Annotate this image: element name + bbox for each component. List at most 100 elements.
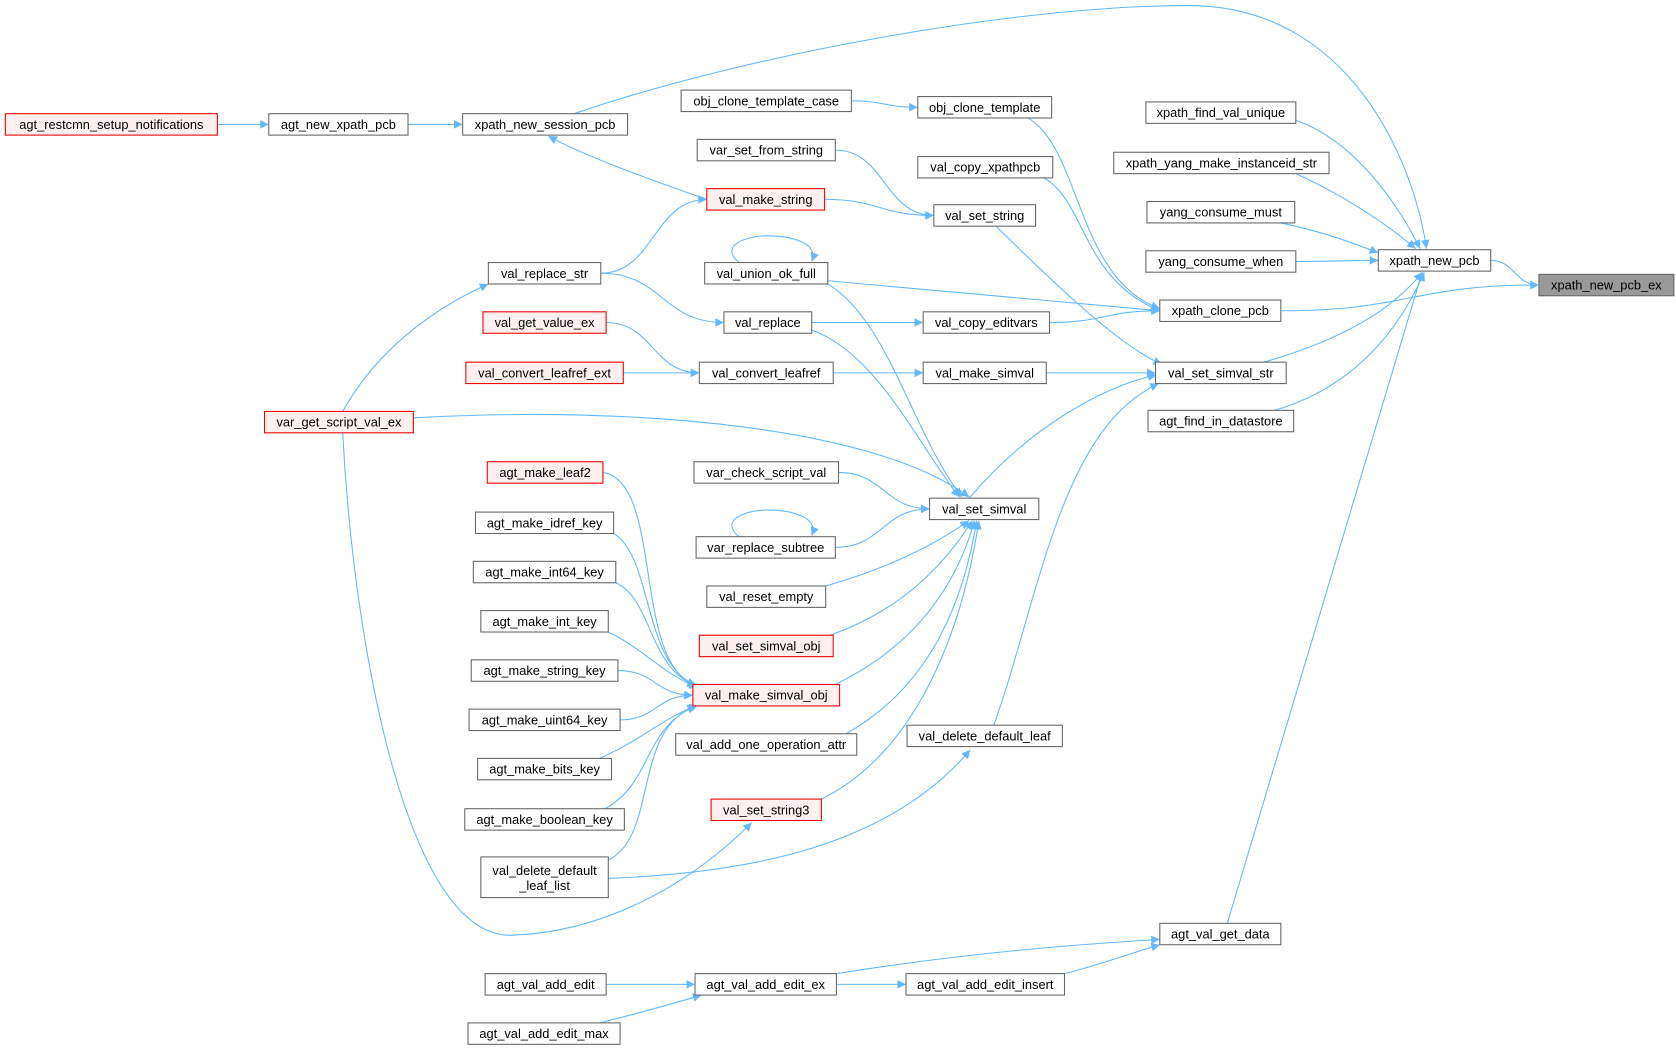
edge-val_replace_str-to-val_replace — [600, 272, 724, 327]
node-obj_clone_template[interactable]: obj_clone_template — [917, 96, 1053, 119]
node-agt_make_uint64_key[interactable]: agt_make_uint64_key — [468, 708, 621, 732]
edge-val_copy_xpathpcb-to-xpath_clone_pcb — [1043, 177, 1161, 312]
edge-agt_val_add_edit_insert-to-agt_val_get_data — [1064, 942, 1160, 975]
node-yang_consume_when[interactable]: yang_consume_when — [1145, 250, 1297, 273]
node-label: agt_make_uint64_key — [482, 712, 608, 727]
edge-val_make_string-to-xpath_new_session_pcb — [548, 135, 707, 200]
node-label: agt_make_idref_key — [487, 515, 603, 530]
node-box — [696, 138, 836, 162]
node-val_convert_leafref_ext[interactable]: val_convert_leafref_ext — [465, 361, 624, 385]
node-obj_clone_template_case[interactable]: obj_clone_template_case — [680, 89, 852, 113]
edge-val_replace_str-to-val_make_string — [600, 195, 707, 274]
node-label: yang_consume_when — [1158, 254, 1283, 269]
node-val_set_string3[interactable]: val_set_string3 — [710, 798, 822, 822]
node-agt_make_idref_key[interactable]: agt_make_idref_key — [474, 511, 615, 535]
edge-obj_clone_template-to-xpath_clone_pcb — [1027, 117, 1160, 310]
node-box — [929, 497, 1040, 521]
edge-agt_make_idref_key-to-val_make_simval_obj — [613, 533, 697, 687]
edge-val_set_simval-to-val_set_simval_str — [968, 372, 1157, 499]
node-agt_make_boolean_key[interactable]: agt_make_boolean_key — [464, 808, 625, 831]
node-val_make_simval_obj[interactable]: val_make_simval_obj — [692, 683, 841, 707]
node-box — [698, 634, 834, 658]
node-agt_make_string_key[interactable]: agt_make_string_key — [470, 659, 619, 682]
node-val_set_simval_str[interactable]: val_set_simval_str — [1154, 361, 1287, 385]
node-val_convert_leafref[interactable]: val_convert_leafref — [698, 361, 834, 385]
node-box — [268, 113, 409, 136]
node-box — [462, 113, 629, 136]
node-agt_val_add_edit_ex[interactable]: agt_val_add_edit_ex — [694, 973, 837, 996]
edge-val_copy_editvars-to-xpath_clone_pcb — [1049, 306, 1160, 324]
node-xpath_clone_pcb[interactable]: xpath_clone_pcb — [1159, 299, 1282, 322]
node-label: agt_make_string_key — [484, 663, 607, 678]
edge-val_replace-to-val_set_simval — [811, 329, 960, 498]
edge-agt_make_int64_key-to-val_make_simval_obj — [615, 582, 699, 688]
node-box — [1147, 409, 1295, 433]
node-xpath_new_pcb[interactable]: xpath_new_pcb — [1377, 249, 1492, 272]
node-agt_make_int_key[interactable]: agt_make_int_key — [480, 610, 609, 633]
nodes-layer: xpath_new_pcb_ex xpath_new_pcb xpath_find_… — [4, 89, 1675, 1045]
node-label: val_delete_default_leaf_list — [492, 862, 597, 892]
node-val_add_one_operation_attr[interactable]: val_add_one_operation_attr — [675, 733, 858, 756]
node-agt_val_add_edit[interactable]: agt_val_add_edit — [484, 973, 607, 996]
node-agt_val_add_edit_max[interactable]: agt_val_add_edit_max — [467, 1022, 621, 1045]
node-agt_val_get_data[interactable]: agt_val_get_data — [1159, 922, 1282, 946]
node-box — [1154, 361, 1287, 385]
node-label: agt_restcmn_setup_notifications — [19, 117, 203, 132]
node-label: val_reset_empty — [719, 589, 814, 604]
node-label: agt_val_add_edit_ex — [706, 977, 825, 992]
node-val_make_string[interactable]: val_make_string — [706, 188, 826, 211]
node-val_replace[interactable]: val_replace — [723, 311, 813, 334]
node-agt_make_bits_key[interactable]: agt_make_bits_key — [477, 757, 613, 781]
node-var_check_script_val[interactable]: var_check_script_val — [693, 461, 840, 484]
edge-agt_make_string_key-to-val_make_simval_obj — [617, 670, 693, 700]
node-box — [480, 856, 609, 899]
edge-val_reset_empty-to-val_set_simval — [825, 520, 970, 587]
node-label: val_set_string — [945, 208, 1024, 223]
node-xpath_find_val_unique[interactable]: xpath_find_val_unique — [1145, 101, 1297, 124]
node-val_copy_editvars[interactable]: val_copy_editvars — [922, 311, 1051, 334]
node-val_get_value_ex[interactable]: val_get_value_ex — [482, 311, 607, 334]
node-agt_find_in_datastore[interactable]: agt_find_in_datastore — [1147, 409, 1295, 433]
node-val_reset_empty[interactable]: val_reset_empty — [706, 585, 827, 608]
node-box — [484, 973, 607, 996]
node-label: val_replace_str — [501, 266, 589, 281]
node-val_delete_default_leaf_list[interactable]: val_delete_default_leaf_list — [480, 856, 609, 899]
node-agt_new_xpath_pcb[interactable]: agt_new_xpath_pcb — [268, 113, 409, 136]
node-val_copy_xpathpcb[interactable]: val_copy_xpathpcb — [917, 155, 1054, 179]
node-label: obj_clone_template — [929, 100, 1040, 115]
node-var_replace_subtree[interactable]: var_replace_subtree — [695, 536, 836, 559]
node-var_set_from_string[interactable]: var_set_from_string — [696, 138, 836, 162]
node-agt_make_leaf2[interactable]: agt_make_leaf2 — [486, 461, 604, 484]
edge-val_set_string3-to-val_set_simval — [821, 520, 982, 800]
edge-val_get_value_ex-to-val_convert_leafref — [606, 321, 700, 378]
node-agt_make_int64_key[interactable]: agt_make_int64_key — [472, 560, 617, 584]
node-box — [695, 536, 836, 559]
node-val_set_simval[interactable]: val_set_simval — [929, 497, 1040, 521]
node-val_union_ok_full[interactable]: val_union_ok_full — [704, 262, 829, 285]
node-box — [706, 585, 827, 608]
node-val_delete_default_leaf[interactable]: val_delete_default_leaf — [906, 724, 1063, 748]
node-label: val_union_ok_full — [717, 266, 816, 281]
node-box — [698, 361, 834, 385]
node-var_get_script_val_ex[interactable]: var_get_script_val_ex — [263, 410, 414, 434]
node-val_set_string[interactable]: val_set_string — [933, 204, 1037, 227]
node-val_make_simval[interactable]: val_make_simval — [922, 361, 1047, 385]
node-box — [917, 155, 1054, 179]
node-label: val_set_simval_str — [1168, 365, 1274, 380]
node-label: val_set_simval_obj — [712, 638, 821, 653]
edge-var_set_from_string-to-val_set_string — [835, 149, 934, 220]
node-xpath_yang_make_instanceid_str[interactable]: xpath_yang_make_instanceid_str — [1113, 151, 1330, 175]
node-val_replace_str[interactable]: val_replace_str — [487, 262, 602, 285]
node-yang_consume_must[interactable]: yang_consume_must — [1146, 200, 1296, 224]
node-label: xpath_new_pcb — [1390, 253, 1480, 268]
node-box — [917, 96, 1053, 119]
node-agt_restcmn_setup_notifications[interactable]: agt_restcmn_setup_notifications — [4, 113, 218, 136]
node-agt_val_add_edit_insert[interactable]: agt_val_add_edit_insert — [905, 973, 1066, 996]
edge-val_make_string-to-val_set_string — [824, 198, 934, 220]
node-label: val_set_string3 — [723, 802, 809, 817]
node-xpath_new_pcb_ex[interactable]: xpath_new_pcb_ex — [1538, 273, 1675, 297]
node-xpath_new_session_pcb[interactable]: xpath_new_session_pcb — [462, 113, 629, 136]
node-label: agt_new_xpath_pcb — [281, 117, 396, 132]
node-box — [1146, 200, 1296, 224]
node-val_set_simval_obj[interactable]: val_set_simval_obj — [698, 634, 834, 658]
